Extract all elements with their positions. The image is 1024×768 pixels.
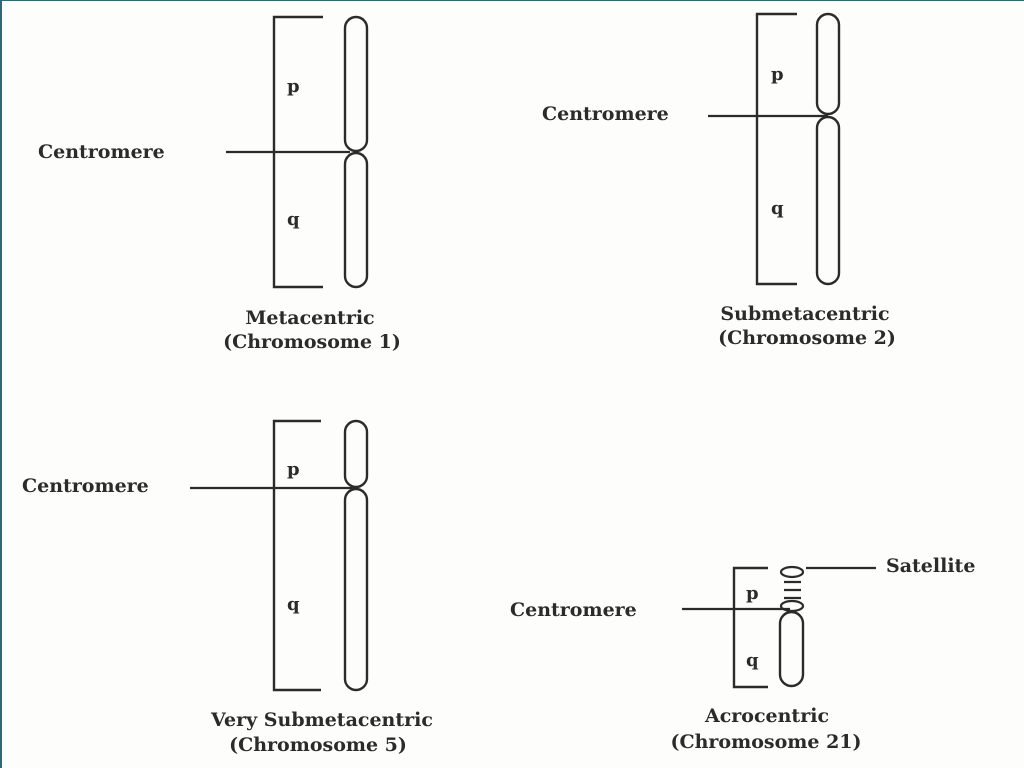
- caption-chromosome: (Chromosome 5): [229, 734, 407, 756]
- satellite-label: Satellite: [886, 555, 975, 577]
- p-arm-label: p: [287, 459, 300, 480]
- centromere-label: Centromere: [38, 141, 165, 163]
- centromere-label: Centromere: [542, 103, 669, 125]
- q-arm-label: q: [746, 650, 759, 671]
- frame-edge-top: [0, 0, 1024, 1]
- chromosome-q-arm: [778, 610, 805, 688]
- centromere-label: Centromere: [22, 475, 149, 497]
- panel-metacentric: Centromere p q Metacentric (Chromosome 1…: [38, 15, 401, 353]
- caption-chromosome: (Chromosome 21): [671, 731, 862, 753]
- caption-chromosome: (Chromosome 1): [223, 331, 401, 353]
- chromosome-p-arm: [779, 599, 805, 613]
- chromosome-p-arm: [343, 15, 369, 153]
- chromosome-q-arm: [343, 487, 369, 692]
- caption-type: Very Submetacentric: [210, 709, 433, 731]
- panel-submetacentric: Centromere p q Submetacentric (Chromosom…: [542, 12, 896, 349]
- satellite-body: [779, 565, 805, 579]
- p-arm-label: p: [746, 583, 759, 604]
- chromosome-q-arm: [815, 115, 841, 286]
- p-arm-label: p: [287, 76, 300, 97]
- centromere-label: Centromere: [510, 599, 637, 621]
- chromosome-q-arm: [343, 151, 369, 289]
- chromosome-p-arm: [343, 419, 369, 489]
- q-arm-label: q: [287, 594, 300, 615]
- frame-edge-left: [0, 0, 2, 768]
- arm-bracket: [272, 419, 321, 692]
- p-arm-label: p: [771, 64, 784, 85]
- q-arm-label: q: [287, 209, 300, 230]
- q-arm-label: q: [771, 198, 784, 219]
- caption-chromosome: (Chromosome 2): [718, 327, 896, 349]
- caption-type: Acrocentric: [704, 705, 829, 727]
- arm-bracket: [755, 12, 797, 286]
- caption-type: Metacentric: [245, 307, 374, 329]
- panel-acrocentric: Centromere Satellite p q Acrocentric (Ch…: [510, 555, 975, 753]
- panel-very-submetacentric: Centromere p q Very Submetacentric (Chro…: [22, 419, 433, 756]
- caption-type: Submetacentric: [720, 303, 889, 325]
- chromosome-p-arm: [815, 12, 841, 116]
- arm-bracket: [732, 566, 768, 689]
